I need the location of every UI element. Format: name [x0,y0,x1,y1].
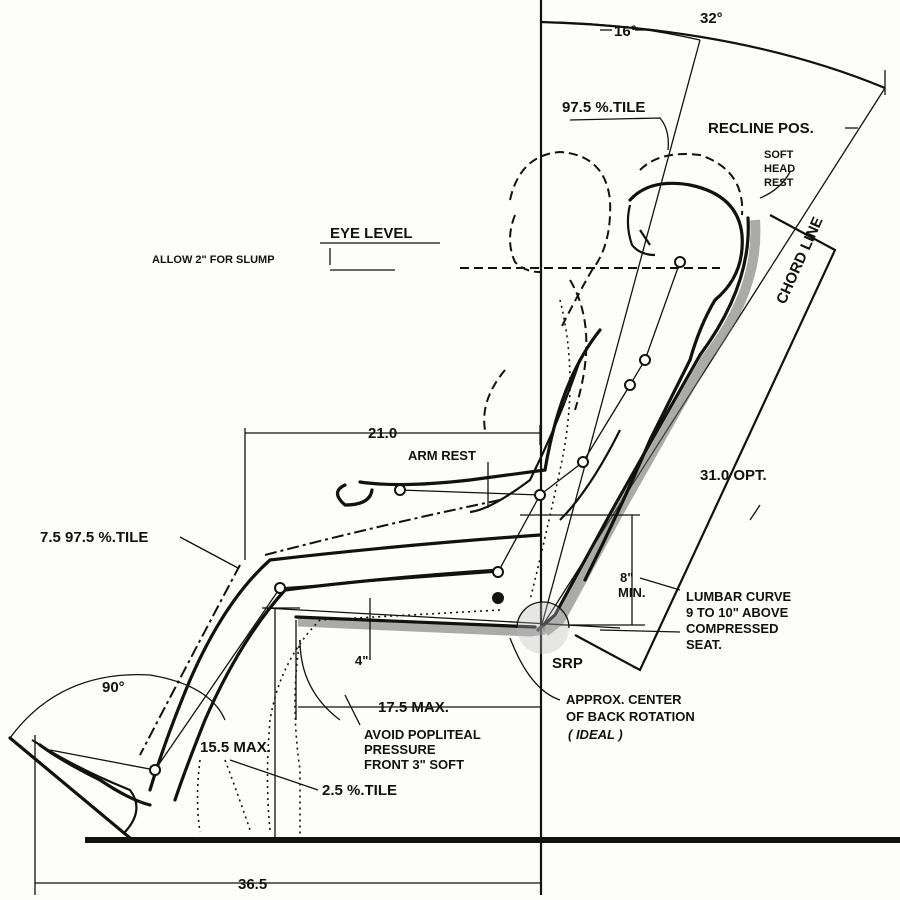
joint-wrist [394,484,406,496]
footrest [8,736,132,840]
label-recline-pos: RECLINE POS. [708,120,814,137]
label-angle-32: 32° [700,10,723,27]
label-allow-slump: ALLOW 2" FOR SLUMP [152,254,275,266]
label-angle-16: 16° [614,23,637,40]
label-approx-1: APPROX. CENTER [566,692,682,707]
angle-90-arc [9,674,226,739]
backrest-outline [536,216,750,632]
label-approx-2: OF BACK ROTATION [566,709,695,724]
figure-thigh-upper [148,533,542,792]
figure-front-torso [543,328,602,472]
label-avoid-2: PRESSURE [364,742,436,757]
backrest-shading [541,219,761,636]
joint-shoulder [624,379,636,391]
label-dim-175: 17.5 MAX. [378,699,449,716]
seat-pan [294,615,537,629]
label-lumbar-2: 9 TO 10" ABOVE [686,605,789,620]
joint-head [674,256,686,268]
figure-thigh-lower [173,568,502,802]
label-percentile-975-left: 7.5 97.5 %.TILE [40,529,148,546]
label-dim-8: 8" [620,570,633,585]
hip-point [492,592,504,604]
figure-forearm [358,468,547,487]
label-chord-line: CHORD LINE [773,214,826,306]
figure-head [628,181,744,362]
label-percentile-975-top: 97.5 %.TILE [562,99,645,116]
joint-elbow [534,489,546,501]
recline-arc-16 [540,21,701,41]
label-soft: SOFT [764,149,794,161]
figure-975-head [509,150,612,331]
label-dim-31: 31.0 OPT. [700,467,767,484]
joint-knee [274,582,286,594]
seat-pan-shading [297,617,546,637]
joint-ankle [149,764,161,776]
label-dim-21: 21.0 [368,425,397,442]
figure-25-leg [266,609,501,831]
label-lumbar-1: LUMBAR CURVE [686,589,792,604]
recline-arc-32 [540,20,886,90]
label-eye-level: EYE LEVEL [330,225,413,242]
label-dim-4: 4" [355,653,368,668]
label-dim-365: 36.5 [238,876,267,893]
joint-chest [577,456,589,468]
label-head: HEAD [764,163,795,175]
label-avoid-1: AVOID POPLITEAL [364,727,481,742]
label-approx-3: ( IDEAL ) [568,727,623,742]
label-percentile-25: 2.5 %.TILE [322,782,397,799]
label-avoid-3: FRONT 3" SOFT [364,757,464,772]
label-arm-rest: ARM REST [408,448,476,463]
radial-line-16 [540,39,701,629]
joint-neck [639,354,651,366]
joint-hip [492,566,504,578]
chord-line-box [574,214,837,672]
label-lumbar-3: COMPRESSED [686,621,778,636]
figure-hand [335,483,374,507]
label-angle-90: 90° [102,679,125,696]
label-dim-155: 15.5 MAX. [200,739,271,756]
figure-recline-head [639,153,744,216]
label-srp: SRP [552,655,583,672]
label-min: MIN. [618,585,645,600]
label-lumbar-4: SEAT. [686,637,722,652]
figure-back [583,358,692,582]
figure-975-leg [139,564,241,756]
label-rest: REST [764,177,794,189]
